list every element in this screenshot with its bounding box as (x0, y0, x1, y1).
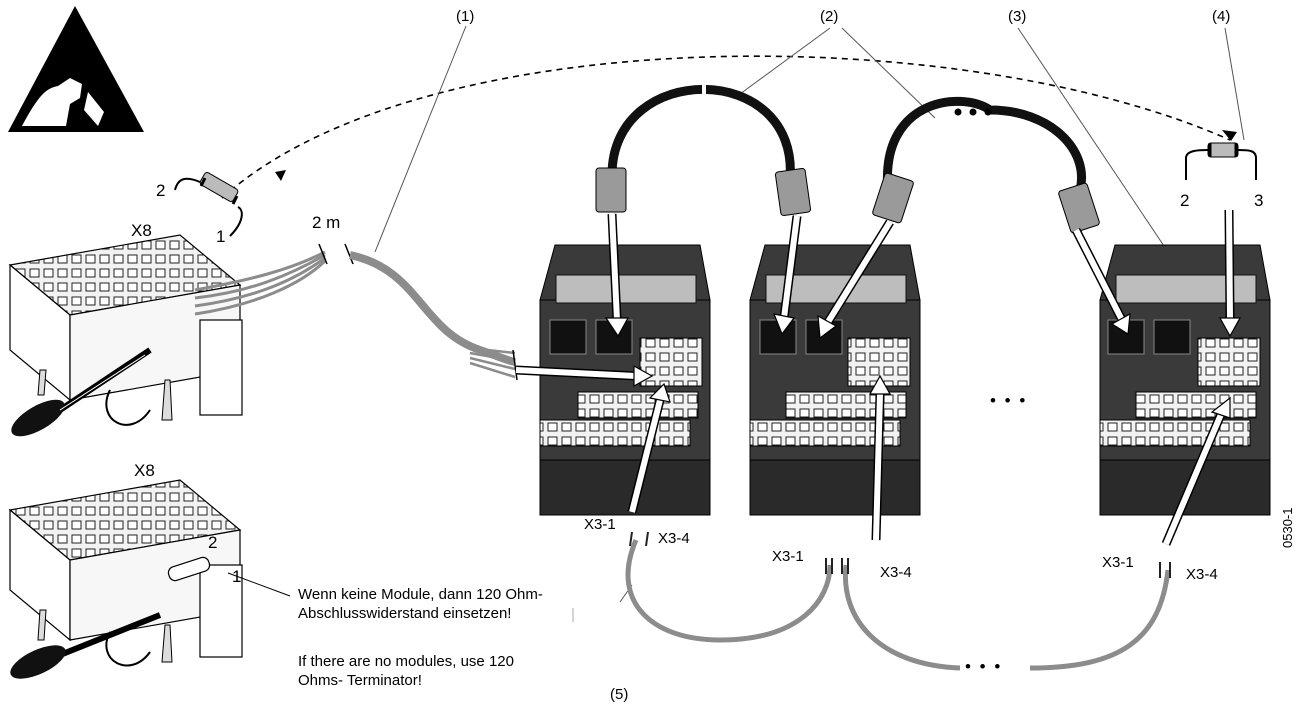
dev3-x3-1: X3-1 (1102, 554, 1134, 571)
bus-ellipsis: • • • (965, 657, 1003, 676)
x8-label-top: X8 (131, 221, 152, 240)
rj45-plugs (595, 167, 1100, 234)
terminator-pin-3: 3 (1254, 191, 1264, 210)
patch-cables (607, 84, 1086, 192)
terminator-resistor (1185, 142, 1257, 180)
figure-id: 0530-1 (1280, 507, 1295, 548)
resistor-bottom-pin-2: 2 (208, 533, 218, 552)
dashed-move-arrow (221, 55, 1231, 199)
device-2 (749, 244, 921, 516)
callout-1: (1) (456, 8, 475, 25)
note-german: Wenn keine Module, dann 120 Ohm-Abschlus… (298, 586, 543, 622)
cable-length-label: 2 m (312, 213, 341, 232)
cable-gap-dots (954, 108, 992, 116)
plug-arrows (515, 209, 1242, 546)
wire-bundle-top (194, 250, 327, 316)
dev1-x3-1: X3-1 (584, 516, 616, 533)
dev2-x3-4: X3-4 (880, 564, 912, 581)
x8-connector-bottom (8, 479, 243, 679)
dev1-x3-4: X3-4 (658, 530, 690, 547)
dev3-x3-4: X3-4 (1186, 566, 1218, 583)
callout-leaders (374, 25, 1245, 603)
wire-fan-out (469, 346, 516, 379)
callout-4: (4) (1212, 8, 1231, 25)
resistor-top-pin-1: 1 (216, 227, 226, 246)
resistor-bottom-pin-1: 1 (232, 567, 242, 586)
x8-label-bottom: X8 (134, 461, 155, 480)
devices-ellipsis: • • • (990, 391, 1028, 410)
dev2-x3-1: X3-1 (772, 548, 804, 565)
resistor-top (174, 172, 243, 237)
x8-connector-top (8, 234, 243, 437)
callout-5: (5) (610, 686, 629, 703)
callout-2: (2) (820, 8, 839, 25)
resistor-top-pin-2: 2 (156, 181, 166, 200)
device-1 (539, 244, 711, 516)
note-english: If there are no modules, use 120 Ohms- T… (298, 653, 514, 689)
terminator-pin-2: 2 (1180, 191, 1190, 210)
wire-ends (629, 531, 1171, 578)
bus-cables (625, 539, 1171, 671)
device-3 (1099, 244, 1271, 516)
callout-3: (3) (1008, 8, 1027, 25)
esd-warning-icon (8, 6, 144, 132)
